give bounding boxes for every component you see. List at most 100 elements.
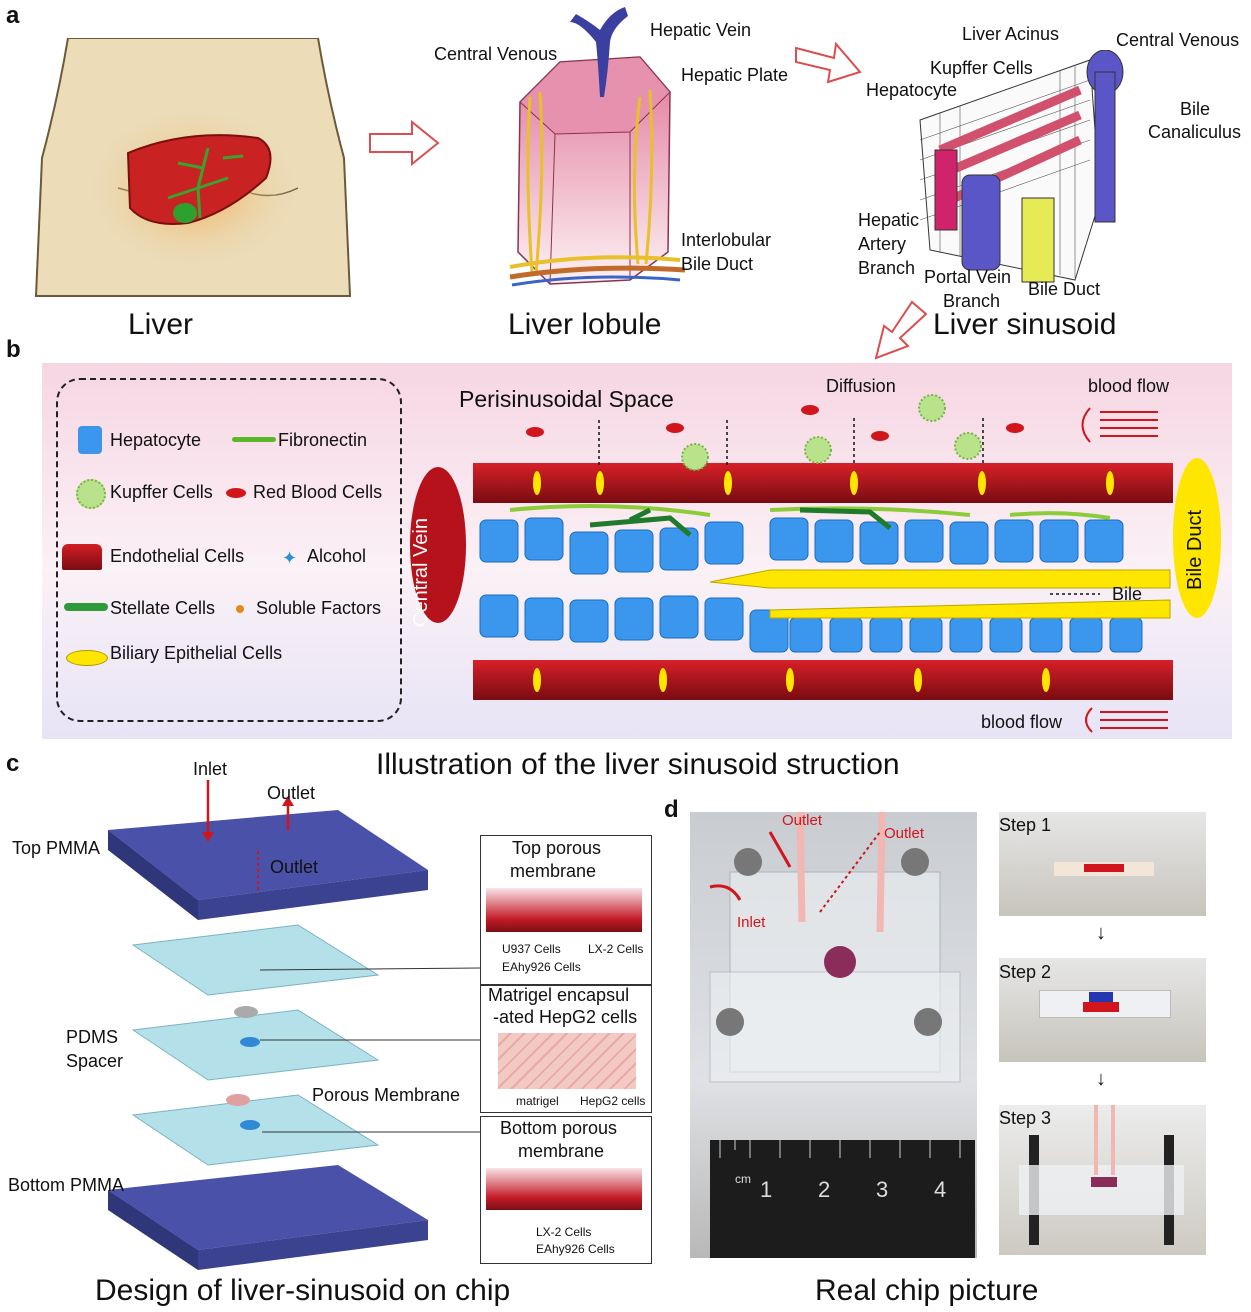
sinusoid-cross-section bbox=[410, 394, 1221, 733]
chip-outlet-inner-label: Outlet bbox=[270, 857, 319, 877]
porous-membrane-label: Porous Membrane bbox=[312, 1085, 461, 1105]
box3-title-1: Bottom porous bbox=[500, 1118, 618, 1138]
ruler-3: 3 bbox=[876, 1177, 889, 1202]
panel-label-c: c bbox=[6, 750, 20, 777]
sinusoid-hepatocyte-label: Hepatocyte bbox=[866, 80, 958, 100]
box1-lx2: LX-2 Cells bbox=[588, 942, 644, 956]
lobule-interlobular-label: Interlobular bbox=[681, 230, 772, 250]
sinusoid-canaliculus-label: Canaliculus bbox=[1148, 122, 1242, 142]
legend-biliary: Biliary Epithelial Cells bbox=[110, 643, 283, 663]
legend-fibronectin: Fibronectin bbox=[278, 430, 368, 450]
hepatocyte-legend-icon bbox=[78, 426, 102, 454]
top-membrane-image bbox=[486, 888, 642, 932]
sinusoid-liver-acinus-label: Liver Acinus bbox=[962, 24, 1060, 44]
panel-label-b: b bbox=[6, 336, 21, 363]
sinusoid-kupffer-label: Kupffer Cells bbox=[930, 58, 1033, 78]
box1-title-2: membrane bbox=[510, 861, 597, 881]
photo-outlet-2: Outlet bbox=[884, 825, 925, 842]
chip-photo-drawing bbox=[709, 812, 975, 1258]
matrigel-image bbox=[498, 1033, 636, 1089]
bottom-pmma-label: Bottom PMMA bbox=[8, 1175, 125, 1195]
top-pmma-label: Top PMMA bbox=[12, 838, 101, 858]
sinusoid-hepatic-label: Hepatic bbox=[858, 210, 920, 230]
legend-soluble: Soluble Factors bbox=[256, 598, 382, 618]
legend-hepatocyte: Hepatocyte bbox=[110, 430, 202, 450]
arrow-a1-icon bbox=[369, 120, 440, 166]
chip-inlet-label: Inlet bbox=[193, 759, 228, 779]
step1-label: Step 1 bbox=[999, 815, 1052, 835]
perisinusoidal-space-label: Perisinusoidal Space bbox=[459, 386, 674, 412]
pdms-label: PDMS bbox=[66, 1027, 119, 1047]
sinusoid-bile-label: Bile bbox=[1180, 99, 1211, 119]
lobule-bile-duct-label: Bile Duct bbox=[681, 254, 754, 274]
step3-photo bbox=[999, 1105, 1206, 1255]
legend-kupffer: Kupffer Cells bbox=[110, 482, 213, 502]
step1-photo bbox=[999, 812, 1206, 916]
sinusoid-portal-branch-label: Branch bbox=[943, 291, 1001, 311]
panel-b-caption: Illustration of the liver sinusoid struc… bbox=[376, 748, 900, 781]
lobule-hepatic-plate-label: Hepatic Plate bbox=[681, 65, 789, 85]
sinusoid-portal-vein-label: Portal Vein bbox=[924, 267, 1012, 287]
photo-outlet-1: Outlet bbox=[782, 812, 823, 829]
endothelial-legend-icon bbox=[62, 544, 102, 570]
box2-hepg2: HepG2 cells bbox=[580, 1094, 646, 1108]
spacer-label: Spacer bbox=[66, 1051, 124, 1071]
arrow-a3-icon bbox=[874, 300, 928, 360]
legend-endothelial: Endothelial Cells bbox=[110, 546, 245, 566]
blood-flow-top-label: blood flow bbox=[1088, 376, 1170, 396]
sinusoid-central-venous-label: Central Venous bbox=[1116, 30, 1240, 50]
chip-outlet-top-label: Outlet bbox=[267, 783, 316, 803]
box2-title-2: -ated HepG2 cells bbox=[493, 1007, 638, 1027]
liver-sinusoid-caption: Liver sinusoid bbox=[933, 308, 1117, 341]
chip-exploded-view bbox=[108, 780, 428, 1270]
fibronectin-legend-icon bbox=[232, 437, 276, 442]
central-vein-label: Central Vein bbox=[410, 518, 432, 627]
biliary-legend-icon bbox=[66, 650, 108, 666]
step2-label: Step 2 bbox=[999, 962, 1052, 982]
cell-legend-box bbox=[56, 378, 402, 722]
alcohol-legend-icon: ✦ bbox=[282, 548, 298, 569]
sinusoid-branch-label: Branch bbox=[858, 258, 916, 278]
rbc-legend-icon bbox=[226, 488, 246, 498]
chip-photo bbox=[690, 812, 977, 1258]
bile-label: Bile bbox=[1112, 584, 1143, 604]
box3-eahy: EAhy926 Cells bbox=[536, 1242, 615, 1256]
box1-eahy: EAhy926 Cells bbox=[502, 960, 581, 974]
soluble-legend-icon bbox=[236, 605, 244, 613]
leader-lines bbox=[259, 967, 481, 1133]
ruler-2: 2 bbox=[818, 1177, 831, 1202]
legend-alcohol: Alcohol bbox=[307, 546, 367, 566]
panel-c-caption: Design of liver-sinusoid on chip bbox=[95, 1274, 511, 1307]
box3-title-2: membrane bbox=[518, 1141, 605, 1161]
sinusoid-bile-duct-label: Bile Duct bbox=[1028, 279, 1101, 299]
liver-caption: Liver bbox=[128, 308, 194, 341]
panel-label-d: d bbox=[664, 796, 679, 823]
panel-d-caption: Real chip picture bbox=[815, 1274, 1039, 1307]
step2-photo bbox=[999, 958, 1206, 1062]
box2-title-1: Matrigel encapsul bbox=[488, 985, 630, 1005]
ruler-4: 4 bbox=[934, 1177, 947, 1202]
photo-inlet: Inlet bbox=[737, 914, 766, 931]
legend-stellate: Stellate Cells bbox=[110, 598, 216, 618]
bile-duct-label: Bile Duct bbox=[1184, 509, 1206, 590]
lobule-central-venous-label: Central Venous bbox=[434, 44, 558, 64]
box3-lx2: LX-2 Cells bbox=[536, 1225, 592, 1239]
legend-rbc: Red Blood Cells bbox=[253, 482, 383, 502]
stellate-legend-icon bbox=[64, 603, 108, 611]
ruler-1: 1 bbox=[760, 1177, 773, 1202]
liver-sinusoid-illustration bbox=[919, 50, 1124, 283]
lobule-hepatic-vein-label: Hepatic Vein bbox=[650, 20, 752, 40]
kupffer-legend-icon bbox=[76, 479, 106, 509]
sinusoid-artery-label: Artery bbox=[858, 234, 907, 254]
panel-label-a: a bbox=[6, 2, 20, 29]
diffusion-label: Diffusion bbox=[826, 376, 896, 396]
liver-lobule-caption: Liver lobule bbox=[508, 308, 662, 341]
step1-arrow-icon: ↓ bbox=[1096, 922, 1106, 944]
box1-u937: U937 Cells bbox=[502, 942, 561, 956]
box2-matrigel: matrigel bbox=[516, 1094, 559, 1108]
liver-lobule-illustration bbox=[509, 7, 686, 287]
box1-title-1: Top porous bbox=[512, 838, 602, 858]
step2-arrow-icon: ↓ bbox=[1096, 1068, 1106, 1090]
ruler-cm: cm bbox=[735, 1172, 751, 1186]
torso-liver-illustration bbox=[34, 38, 352, 297]
